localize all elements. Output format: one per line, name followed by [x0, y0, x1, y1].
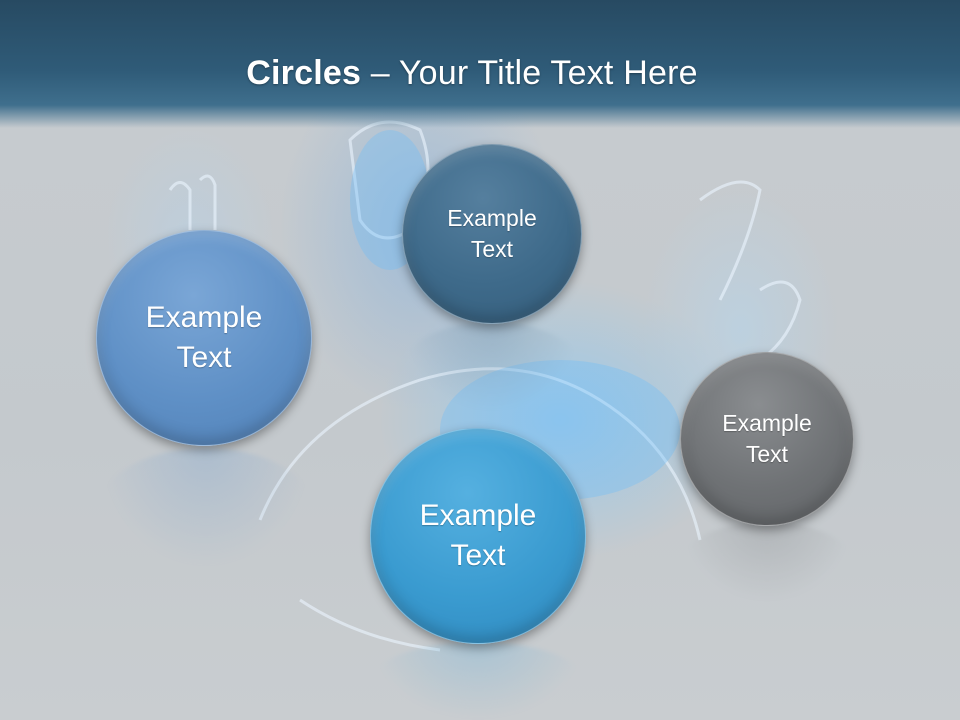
circle-left-line1: Example [145, 300, 263, 334]
circle-top-line2: Text [470, 236, 514, 262]
title-rest: – Your Title Text Here [361, 54, 698, 92]
circle-left-line2: Text [176, 341, 232, 374]
slide-title[interactable]: Circles – Your Title Text Here [0, 54, 944, 93]
circle-left-text: Example Text [146, 298, 263, 379]
circle-right-line2: Text [745, 441, 789, 467]
title-bar [0, 0, 960, 128]
circle-top-text: Example Text [447, 203, 536, 265]
circle-bottom-line1: Example [419, 498, 537, 532]
circle-left[interactable]: Example Text [96, 230, 312, 446]
title-bold: Circles [246, 54, 362, 92]
circle-right-line1: Example [722, 409, 812, 436]
circle-bottom-text: Example Text [420, 496, 537, 577]
circle-right[interactable]: Example Text [680, 352, 854, 526]
circle-bottom-line2: Text [450, 539, 506, 572]
circle-top-line1: Example [447, 204, 537, 231]
circle-right-text: Example Text [722, 408, 811, 470]
circle-top[interactable]: Example Text [402, 144, 582, 324]
circle-bottom[interactable]: Example Text [370, 428, 586, 644]
